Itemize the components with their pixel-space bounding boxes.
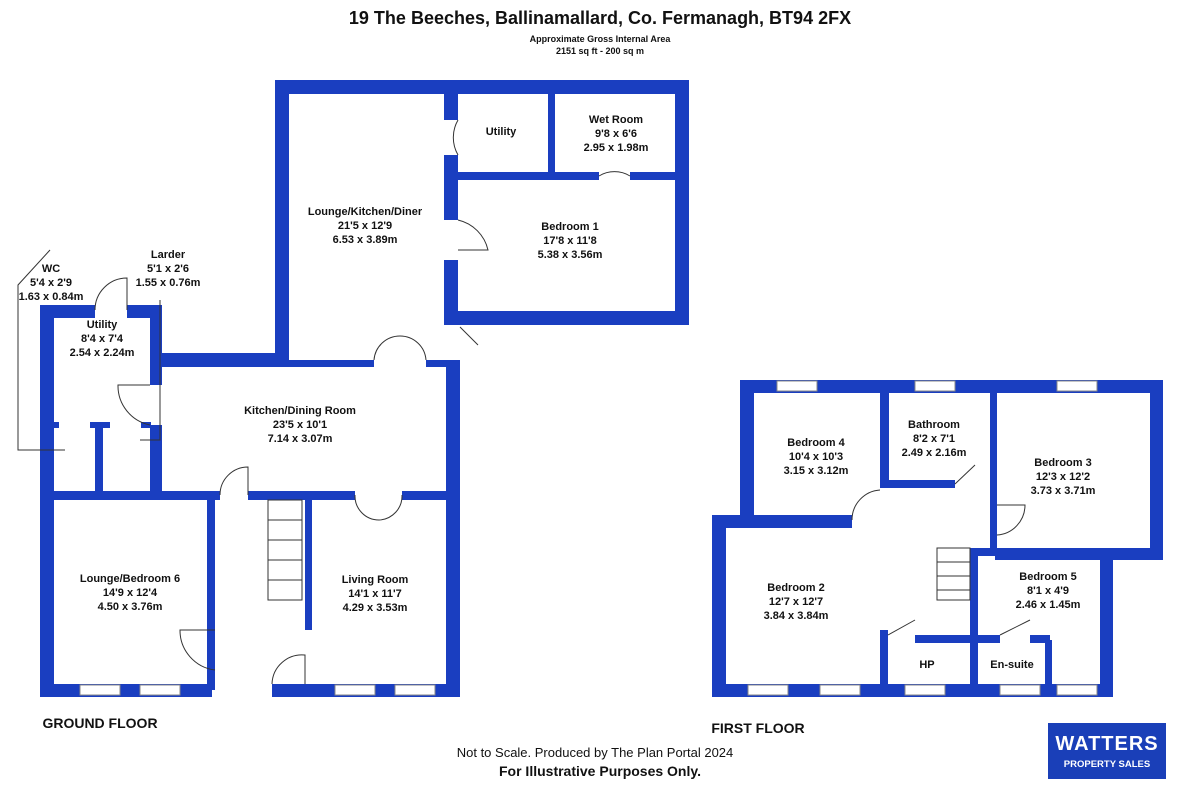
room-metric: 3.73 x 3.71m [1030, 485, 1096, 497]
footer-disclaimer: For Illustrative Purposes Only. [498, 763, 702, 779]
room-name: Bedroom 5 [1019, 571, 1077, 583]
doors [17, 119, 1031, 685]
room-name: Larder [150, 249, 186, 261]
room-label: Bedroom 3 12'3 x 12'2 3.73 x 3.71m [1031, 456, 1096, 498]
room-label: Living Room 14'1 x 11'7 4.29 x 3.53m [342, 573, 409, 615]
room-label: Wet Room 9'8 x 6'6 2.95 x 1.98m [584, 113, 649, 155]
room-imperial: 8'4 x 7'4 [81, 333, 123, 345]
room-label: Bedroom 4 10'4 x 10'3 3.15 x 3.12m [784, 436, 849, 478]
first-floor-label: FIRST FLOOR [711, 720, 805, 736]
room-name: HP [919, 659, 935, 671]
room-imperial: 23'5 x 10'1 [272, 419, 328, 431]
room-imperial: 5'1 x 2'6 [147, 263, 189, 275]
room-imperial: 14'9 x 12'4 [102, 587, 158, 599]
room-metric: 3.15 x 3.12m [783, 465, 849, 477]
stairs [267, 499, 971, 601]
room-name: Bedroom 3 [1034, 457, 1092, 469]
room-name: Bedroom 4 [787, 437, 845, 449]
room-label: Kitchen/Dining Room 23'5 x 10'1 7.14 x 3.0… [244, 404, 356, 446]
room-name: Wet Room [588, 114, 644, 126]
footer-note: Not to Scale. Produced by The Plan Porta… [456, 745, 734, 760]
room-metric: 1.63 x 0.84m [18, 291, 84, 303]
room-imperial: 9'8 x 6'6 [595, 128, 637, 140]
room-name: Living Room [341, 574, 409, 586]
room-name: Utility [485, 126, 517, 138]
room-label: Larder 5'1 x 2'6 1.55 x 0.76m [136, 248, 201, 290]
room-label: WC 5'4 x 2'9 1.63 x 0.84m [19, 262, 84, 304]
room-metric: 7.14 x 3.07m [267, 433, 333, 445]
room-name: En-suite [990, 659, 1034, 671]
room-name: Utility [86, 319, 118, 331]
room-metric: 4.50 x 3.76m [97, 601, 163, 613]
logo-tagline: PROPERTY SALES [1063, 759, 1151, 770]
room-imperial: 8'2 x 7'1 [913, 433, 955, 445]
room-label: Bedroom 5 8'1 x 4'9 2.46 x 1.45m [1016, 570, 1081, 612]
room-metric: 2.54 x 2.24m [69, 347, 135, 359]
windows [79, 380, 1098, 696]
ground-floor-walls [40, 80, 689, 697]
area-label: Approximate Gross Internal Area [529, 34, 671, 44]
room-metric: 2.46 x 1.45m [1015, 599, 1081, 611]
room-imperial: 10'4 x 10'3 [788, 451, 844, 463]
room-imperial: 8'1 x 4'9 [1027, 585, 1069, 597]
first-floor-walls [712, 380, 1163, 697]
room-imperial: 21'5 x 12'9 [337, 220, 393, 232]
room-label: Bedroom 1 17'8 x 11'8 5.38 x 3.56m [538, 220, 603, 262]
room-name: WC [41, 263, 61, 275]
room-name: Bathroom [908, 419, 960, 431]
ground-floor-label: GROUND FLOOR [42, 715, 158, 731]
room-label: Bedroom 2 12'7 x 12'7 3.84 x 3.84m [764, 581, 829, 623]
room-name: Bedroom 2 [767, 582, 825, 594]
room-metric: 4.29 x 3.53m [342, 602, 408, 614]
room-label: HP [919, 658, 934, 672]
room-metric: 6.53 x 3.89m [332, 234, 398, 246]
watters-logo: WATTERS PROPERTY SALES [1048, 723, 1166, 779]
page-title: 19 The Beeches, Ballinamallard, Co. Ferm… [348, 8, 852, 28]
room-name: Bedroom 1 [541, 221, 599, 233]
room-imperial: 17'8 x 11'8 [543, 235, 597, 247]
room-imperial: 12'3 x 12'2 [1035, 471, 1091, 483]
room-label: Utility 8'4 x 7'4 2.54 x 2.24m [70, 318, 135, 360]
room-label: Lounge/Bedroom 6 14'9 x 12'4 4.50 x 3.76m [80, 572, 180, 614]
room-label: Bathroom 8'2 x 7'1 2.49 x 2.16m [902, 418, 967, 460]
logo-name: WATTERS [1055, 733, 1159, 755]
room-metric: 2.49 x 2.16m [901, 447, 967, 459]
room-label: Utility [486, 125, 517, 139]
room-imperial: 5'4 x 2'9 [30, 277, 72, 289]
room-metric: 3.84 x 3.84m [763, 610, 829, 622]
room-metric: 2.95 x 1.98m [583, 142, 649, 154]
room-metric: 1.55 x 0.76m [135, 277, 201, 289]
room-label: Lounge/Kitchen/Diner 21'5 x 12'9 6.53 x 3.… [308, 205, 422, 247]
room-imperial: 12'7 x 12'7 [768, 596, 824, 608]
room-name: Lounge/Kitchen/Diner [307, 206, 423, 218]
room-metric: 5.38 x 3.56m [537, 249, 603, 261]
area-value: 2151 sq ft - 200 sq m [555, 46, 645, 56]
room-name: Kitchen/Dining Room [244, 405, 356, 417]
room-label: En-suite [990, 658, 1033, 672]
room-imperial: 14'1 x 11'7 [348, 588, 402, 600]
room-name: Lounge/Bedroom 6 [79, 573, 181, 585]
